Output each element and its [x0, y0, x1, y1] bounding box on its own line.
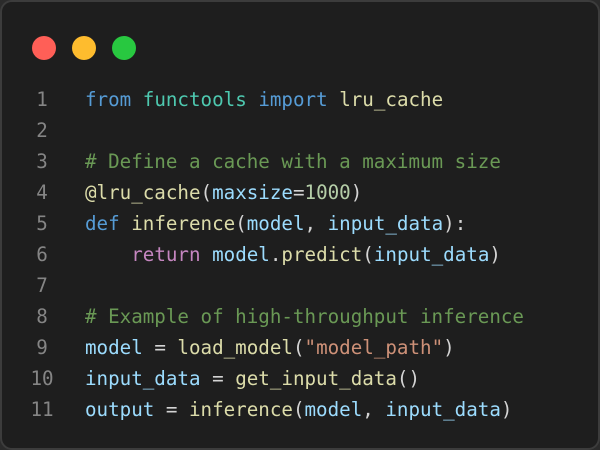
code-token: =: [154, 398, 189, 421]
code-token: lru_cache: [339, 88, 444, 111]
code-token: =: [292, 181, 305, 204]
code-line: 10 input_data = get_input_data(): [2, 363, 600, 394]
code-token: ,: [362, 398, 386, 421]
code-line: 8 # Example of high-throughput inference: [2, 301, 600, 332]
code-token: import: [258, 88, 328, 111]
code-text: from functools import lru_cache: [85, 84, 443, 115]
code-token: =: [200, 367, 236, 390]
line-number: 5: [36, 212, 48, 235]
code-editor[interactable]: 1 from functools import lru_cache 2 3 # Defi…: [2, 84, 600, 425]
code-token: # Example of high-throughput inference: [85, 305, 524, 328]
code-token: [201, 243, 213, 266]
close-icon[interactable]: [32, 36, 56, 60]
line-number: 9: [36, 336, 48, 359]
code-token: [328, 88, 340, 111]
code-token: "model_path": [304, 336, 444, 359]
code-token: @lru_cache: [85, 181, 201, 204]
code-token: predict: [281, 243, 363, 266]
code-token: ): [350, 181, 363, 204]
code-text: return model.predict(input_data): [85, 239, 501, 270]
code-line: 9 model = load_model("model_path"): [2, 332, 600, 363]
code-token: # Define a cache with a maximum size: [85, 150, 501, 173]
code-token: (: [292, 336, 305, 359]
maximize-icon[interactable]: [112, 36, 136, 60]
code-token: model: [212, 243, 270, 266]
code-token: ): [489, 243, 501, 266]
code-token: load_model: [177, 336, 293, 359]
code-text: # Example of high-throughput inference: [85, 301, 524, 332]
code-text: def inference(model, input_data):: [85, 208, 466, 239]
minimize-icon[interactable]: [72, 36, 96, 60]
code-token: input_data: [385, 398, 501, 421]
code-line: 6 return model.predict(input_data): [2, 239, 600, 270]
code-text: # Define a cache with a maximum size: [85, 146, 501, 177]
code-token: [131, 88, 143, 111]
line-number: 6: [36, 243, 48, 266]
code-token: 1000: [304, 181, 351, 204]
code-token: def: [85, 212, 120, 235]
code-token: inference: [188, 398, 293, 421]
line-number: 7: [36, 274, 48, 297]
line-number: 11: [30, 398, 54, 421]
code-token: .: [269, 243, 282, 266]
code-token: =: [142, 336, 178, 359]
code-token: model: [304, 398, 363, 421]
code-token: (: [362, 243, 374, 266]
code-token: (): [396, 367, 421, 390]
code-token: input_data: [327, 212, 444, 235]
code-token: [85, 243, 131, 266]
code-token: get_input_data: [235, 367, 397, 390]
code-token: return: [131, 243, 201, 266]
code-text: @lru_cache(maxsize=1000): [85, 177, 362, 208]
code-line: 1 from functools import lru_cache: [2, 84, 600, 115]
code-token: ): [443, 336, 455, 359]
code-text: model = load_model("model_path"): [85, 332, 455, 363]
code-token: (: [200, 181, 213, 204]
code-text: input_data = get_input_data(): [85, 363, 420, 394]
code-token: input_data: [373, 243, 490, 266]
code-token: ): [500, 398, 513, 421]
code-line: 4 @lru_cache(maxsize=1000): [2, 177, 600, 208]
line-number: 1: [36, 88, 48, 111]
code-line: 7: [2, 270, 600, 301]
code-line: 3 # Define a cache with a maximum size: [2, 146, 600, 177]
code-token: model: [85, 336, 143, 359]
code-line: 5 def inference(model, input_data):: [2, 208, 600, 239]
code-token: input_data: [85, 367, 201, 390]
code-token: model: [246, 212, 305, 235]
line-number: 4: [36, 181, 48, 204]
line-number: 8: [36, 305, 48, 328]
window-controls: [32, 36, 136, 60]
code-token: ,: [304, 212, 328, 235]
code-token: output: [85, 398, 155, 421]
code-token: [247, 88, 259, 111]
code-token: functools: [142, 88, 247, 111]
line-number: 2: [36, 119, 48, 142]
code-token: [120, 212, 132, 235]
code-text: output = inference(model, input_data): [85, 394, 512, 425]
code-line: 2: [2, 115, 600, 146]
code-token: (: [235, 212, 247, 235]
code-token: ):: [443, 212, 467, 235]
code-token: (: [292, 398, 305, 421]
line-number: 10: [30, 367, 54, 390]
code-line: 11 output = inference(model, input_data): [2, 394, 600, 425]
code-token: maxsize: [212, 181, 293, 204]
line-number: 3: [36, 150, 48, 173]
code-token: inference: [131, 212, 236, 235]
code-token: from: [85, 88, 132, 111]
